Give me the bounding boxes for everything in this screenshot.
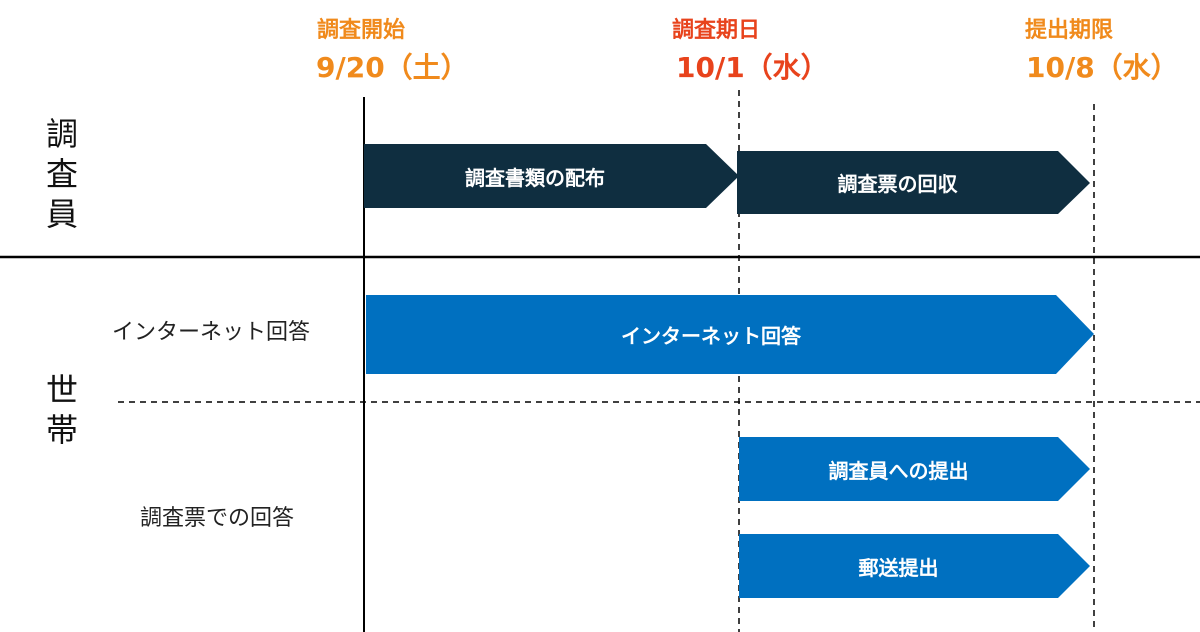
surveyor-group-label: 調 査 員 [45, 115, 78, 233]
to-surveyor-bar-label: 調査員への提出 [828, 458, 969, 483]
internet-bar [366, 295, 1094, 374]
milestone-due-date: 10/1（水） [676, 51, 829, 84]
method-label-internet: インターネット回答 [112, 320, 311, 345]
milestone-start-date: 9/20（土） [316, 51, 469, 84]
distribution-bar [364, 144, 739, 208]
internet-bar-label: インターネット回答 [621, 324, 801, 348]
mail-bar-label: 郵送提出 [858, 555, 939, 580]
household-group-label: 世 帯 [45, 371, 78, 449]
milestone-due-label: 調査期日 [672, 18, 761, 43]
milestone-deadline-date: 10/8（水） [1026, 51, 1179, 84]
collection-bar [737, 151, 1090, 214]
mail-bar [739, 534, 1090, 598]
collection-bar-label: 調査票の回収 [837, 172, 958, 196]
milestone-deadline-label: 提出期限 [1025, 18, 1114, 43]
method-label-paper: 調査票での回答 [140, 506, 295, 531]
milestone-start-label: 調査開始 [317, 18, 406, 43]
to-surveyor-bar [739, 437, 1090, 501]
distribution-bar-label: 調査書類の配布 [465, 165, 605, 190]
